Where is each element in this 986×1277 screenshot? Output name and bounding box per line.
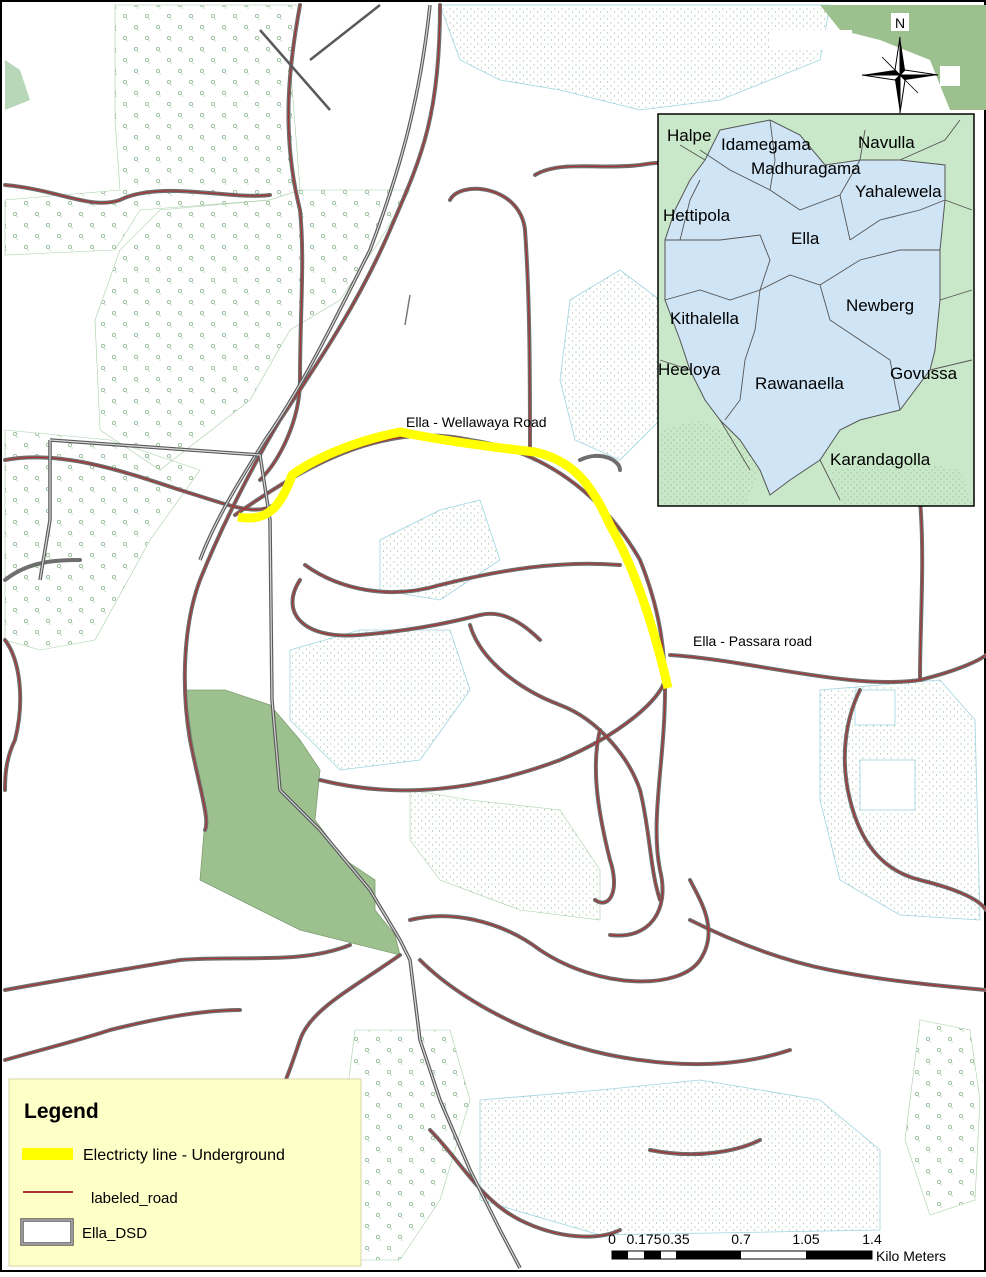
clearing bbox=[854, 689, 896, 726]
inset-place-ella: Ella bbox=[791, 229, 820, 248]
inset-place-newberg: Newberg bbox=[846, 296, 914, 315]
scale-segment bbox=[806, 1251, 872, 1259]
inset-place-govussa: Govussa bbox=[890, 364, 958, 383]
scrub-area bbox=[289, 629, 471, 771]
scrub-area bbox=[559, 269, 661, 461]
scale-segment bbox=[676, 1251, 741, 1259]
inset-place-halpe: Halpe bbox=[667, 126, 711, 145]
scale-segment bbox=[612, 1251, 628, 1259]
inset-place-madhuragama: Madhuragama bbox=[751, 159, 861, 178]
inset-place-navulla: Navulla bbox=[858, 133, 915, 152]
inset-place-heeloya: Heeloya bbox=[658, 360, 721, 379]
forest-patch bbox=[184, 689, 401, 956]
clearing bbox=[859, 759, 916, 811]
road-label-ella-wellawaya: Ella - Wellawaya Road bbox=[406, 414, 547, 430]
scale-bar: 0 0.175 0.35 0.7 1.05 1.4 Kilo Meters bbox=[608, 1231, 946, 1264]
scale-segment bbox=[644, 1251, 661, 1259]
electricity-underground-line bbox=[237, 427, 673, 690]
legend-label-electricity: Electricty line - Underground bbox=[83, 1147, 285, 1164]
scrub-area bbox=[479, 1079, 881, 1236]
inset-place-kithalella: Kithalella bbox=[670, 309, 740, 328]
inset-place-karandagolla: Karandagolla bbox=[830, 450, 931, 469]
scale-unit: Kilo Meters bbox=[876, 1248, 946, 1264]
scale-tick-3: 0.7 bbox=[731, 1231, 751, 1247]
scrub-areas bbox=[289, 4, 981, 1236]
scrub-area bbox=[439, 4, 831, 111]
scale-tick-2: 0.35 bbox=[662, 1231, 689, 1247]
plantation-area bbox=[904, 1019, 981, 1216]
scale-tick-1: 0.175 bbox=[626, 1231, 661, 1247]
north-arrow: N bbox=[861, 13, 939, 114]
road-label-ella-passara: Ella - Passara road bbox=[693, 633, 812, 649]
scale-tick-5: 1.4 bbox=[862, 1231, 882, 1247]
legend-symbol-boundary-box bbox=[20, 1218, 74, 1246]
dsd-boundary bbox=[38, 4, 522, 1269]
inset-place-yahalewela: Yahalewela bbox=[855, 182, 942, 201]
inset-map: Halpe Idamegama Navulla Madhuragama Yaha… bbox=[657, 113, 975, 507]
inset-place-idamegama: Idamegama bbox=[721, 135, 811, 154]
legend-label-boundary: Ella_DSD bbox=[82, 1225, 147, 1242]
forest-patch bbox=[5, 60, 30, 110]
legend-symbol-electricity-line bbox=[22, 1148, 73, 1160]
map-mask bbox=[940, 66, 960, 86]
scrub-area bbox=[409, 789, 601, 921]
legend-symbol-boundary-inner bbox=[21, 1219, 73, 1245]
inset-dotted-area bbox=[660, 420, 760, 505]
scale-tick-4: 1.05 bbox=[792, 1231, 819, 1247]
inset-dotted-area bbox=[830, 460, 972, 505]
inset-place-hettipola: Hettipola bbox=[663, 206, 731, 225]
map-mask bbox=[770, 30, 852, 50]
scale-tick-0: 0 bbox=[608, 1231, 616, 1247]
north-label: N bbox=[895, 15, 905, 31]
inset-ella-dsd bbox=[664, 119, 946, 496]
inset-place-rawanaella: Rawanaella bbox=[755, 374, 844, 393]
legend-title: Legend bbox=[24, 1100, 99, 1123]
legend-label-road: labeled_road bbox=[91, 1190, 178, 1207]
legend: Legend Electricty line - Underground lab… bbox=[8, 1078, 362, 1267]
